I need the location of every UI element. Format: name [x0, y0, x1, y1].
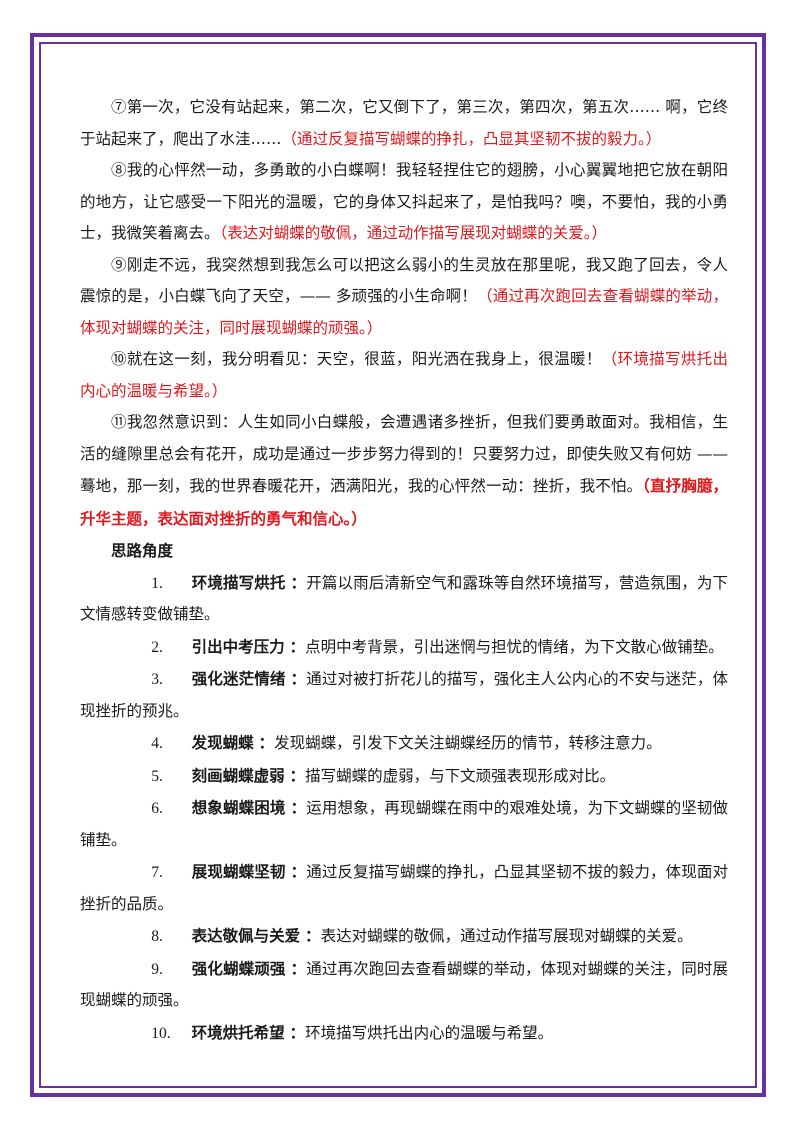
item-title: 引出中考压力	[191, 636, 285, 656]
item-title: 展现蝴蝶坚韧	[191, 862, 286, 881]
paragraph-7: ⑦第一次，它没有站起来，第二次，它又倒下了，第三次，第四次，第五次…… 啊，它终…	[80, 92, 728, 155]
paragraph-9: ⑨刚走不远，我突然想到我怎么可以把这么弱小的生灵放在那里呢，我又跑了回去，令人震…	[80, 250, 728, 345]
item-separator: ：	[290, 798, 307, 817]
list-item: 3. 强化迷茫情绪 ：通过对被打折花儿的描写，强化主人公内心的不安与迷茫，体现挫折…	[80, 663, 728, 727]
item-number: 6.	[151, 800, 163, 817]
list-item: 4. 发现蝴蝶 ：发现蝴蝶，引发下文关注蝴蝶经历的情节，转移注意力。	[80, 727, 728, 760]
document-body: ⑦第一次，它没有站起来，第二次，它又倒下了，第三次，第四次，第五次…… 啊，它终…	[80, 92, 728, 1049]
list-item: 8. 表达敬佩与关爱 ：表达对蝴蝶的敬佩，通过动作描写展现对蝴蝶的关爱。	[80, 920, 728, 953]
item-description: 开篇以雨后清新空气和露珠等自然环境描写，营造氛围，为下文情感转变做铺垫。	[80, 573, 728, 624]
annotation: （通过再次跑回去查看蝴蝶的举动，体现对蝴蝶的关注，同时展现蝴蝶的顽强。）	[80, 287, 728, 337]
item-number: 10.	[151, 1024, 171, 1042]
list-item: 7. 展现蝴蝶坚韧 ：通过反复描写蝴蝶的挣扎，凸显其坚韧不拔的毅力，体现面对挫折的…	[80, 856, 728, 920]
item-number: 1.	[151, 574, 163, 592]
item-separator: ：	[289, 1022, 306, 1042]
list-item: 5. 刻画蝴蝶虚弱 ：描写蝴蝶的虚弱，与下文顽强表现形成对比。	[80, 760, 728, 793]
paragraph-8: ⑧我的心怦然一动，多勇敢的小白蝶啊！我轻轻捏住它的翅膀，小心翼翼地把它放在朝阳的…	[80, 155, 728, 250]
item-number: 5.	[151, 767, 163, 785]
paragraph-text: ⑨刚走不远，我突然想到我怎么可以把这么弱小的生灵放在那里呢，我又跑了回去，令人震…	[80, 255, 728, 306]
annotation: （直抒胸臆，升华主题，表达面对挫折的勇气和信心。）	[80, 476, 728, 528]
section-heading: 思路角度	[111, 541, 174, 560]
item-separator: ：	[290, 958, 307, 978]
item-separator: ：	[290, 572, 307, 592]
item-separator: ：	[290, 669, 307, 688]
item-description: 发现蝴蝶，引发下文关注蝴蝶经历的情节，转移注意力。	[274, 734, 662, 752]
item-title: 发现蝴蝶	[191, 733, 254, 752]
list-item: 6. 想象蝴蝶困境 ：运用想象，再现蝴蝶在雨中的艰难处境，为下文蝴蝶的坚韧做铺垫。	[80, 792, 728, 856]
item-title: 强化迷茫情绪	[191, 669, 286, 688]
item-separator: ：	[258, 733, 275, 752]
annotation: （通过反复描写蝴蝶的挣扎，凸显其坚韧不拔的毅力。）	[281, 129, 662, 148]
paragraph-11: ⑪我忽然意识到：人生如同小白蝶般，会遭遇诸多挫折，但我们要勇敢面对。我相信，生活…	[80, 407, 728, 535]
item-number: 4.	[151, 735, 163, 752]
annotation: （环境描写烘托出内心的温暖与希望。）	[80, 350, 728, 400]
item-title: 环境烘托希望	[191, 1022, 285, 1042]
item-title: 想象蝴蝶困境	[191, 798, 286, 817]
paragraph-10: ⑩就在这一刻，我分明看见：天空，很蓝，阳光洒在我身上，很温暖！（环境描写烘托出内…	[80, 344, 728, 407]
item-title: 强化蝴蝶顽强	[191, 958, 286, 978]
page-border-outer	[30, 33, 766, 1097]
item-description: 描写蝴蝶的虚弱，与下文顽强表现形成对比。	[305, 766, 616, 785]
item-description: 通过反复描写蝴蝶的挣扎，凸显其坚韧不拔的毅力，体现面对挫折的品质。	[80, 863, 728, 913]
item-title: 环境描写烘托	[191, 572, 286, 592]
item-number: 7.	[151, 864, 163, 881]
item-description: 通过对被打折花儿的描写，强化主人公内心的不安与迷茫，体现挫折的预兆。	[80, 670, 728, 720]
paragraph-text: ⑪我忽然意识到：人生如同小白蝶般，会遭遇诸多挫折，但我们要勇敢面对。我相信，生活…	[80, 413, 728, 495]
item-separator: ：	[305, 926, 321, 945]
item-description: 环境描写烘托出内心的温暖与希望。	[305, 1023, 554, 1042]
paragraph-text: ⑦第一次，它没有站起来，第二次，它又倒下了，第三次，第四次，第五次…… 啊，它终…	[80, 98, 728, 148]
item-description: 运用想象，再现蝴蝶在雨中的艰难处境，为下文蝴蝶的坚韧做铺垫。	[80, 799, 728, 849]
item-separator: ：	[289, 636, 306, 656]
item-description: 表达对蝴蝶的敬佩，通过动作描写展现对蝴蝶的关爱。	[320, 927, 693, 945]
item-title: 刻画蝴蝶虚弱	[191, 765, 285, 785]
item-number: 9.	[151, 960, 163, 978]
item-number: 3.	[151, 671, 163, 688]
item-description: 通过再次跑回去查看蝴蝶的举动，体现对蝴蝶的关注，同时展现蝴蝶的顽强。	[80, 959, 728, 1010]
item-description: 点明中考背景，引出迷惘与担忧的情绪，为下文散心做铺垫。	[305, 637, 724, 656]
list-item: 1. 环境描写烘托 ：开篇以雨后清新空气和露珠等自然环境描写，营造氛围，为下文情感…	[80, 567, 728, 631]
paragraph-text: ⑩就在这一刻，我分明看见：天空，很蓝，阳光洒在我身上，很温暖！	[111, 350, 602, 368]
page-border-inner	[39, 42, 757, 1088]
thinking-list: 1.环境描写烘托 ：开篇以雨后清新空气和露珠等自然环境描写，营造氛围，为下文情感…	[80, 567, 728, 1050]
list-item: 2. 引出中考压力 ：点明中考背景，引出迷惘与担忧的情绪，为下文散心做铺垫。	[80, 631, 728, 664]
item-number: 2.	[151, 638, 163, 656]
item-separator: ：	[290, 862, 307, 881]
list-item: 10. 环境烘托希望 ：环境描写烘托出内心的温暖与希望。	[80, 1017, 728, 1050]
paragraph-text: ⑧我的心怦然一动，多勇敢的小白蝶啊！我轻轻捏住它的翅膀，小心翼翼地把它放在朝阳的…	[80, 161, 728, 242]
item-number: 8.	[151, 928, 163, 945]
item-separator: ：	[289, 765, 306, 785]
list-item: 9. 强化蝴蝶顽强 ：通过再次跑回去查看蝴蝶的举动，体现对蝴蝶的关注，同时展现蝴蝶…	[80, 953, 728, 1017]
item-title: 表达敬佩与关爱	[191, 926, 301, 945]
annotation: （表达对蝴蝶的敬佩，通过动作描写展现对蝴蝶的关爱。）	[219, 224, 608, 242]
